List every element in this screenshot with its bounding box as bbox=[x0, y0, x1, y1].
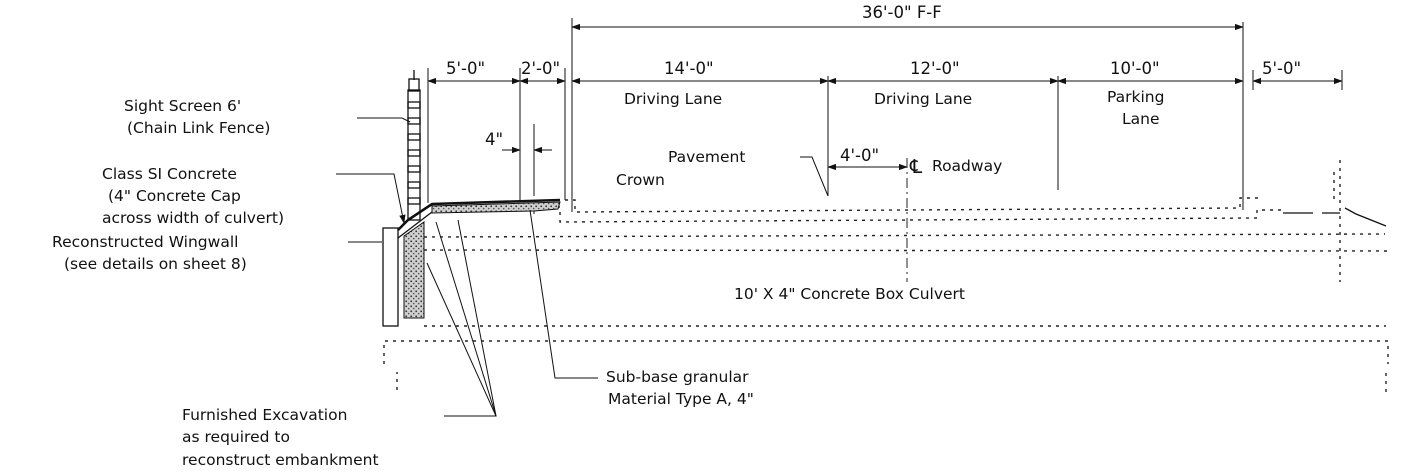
wingwall-label-line2: (see details on sheet 8) bbox=[64, 255, 247, 273]
subbase-label-line2: Material Type A, 4" bbox=[608, 390, 754, 408]
lane-1-label: Driving Lane bbox=[624, 90, 722, 108]
concrete-label-line1: Class SI Concrete bbox=[102, 165, 237, 183]
chain-link-fence bbox=[357, 70, 421, 221]
lane-3-label-line2: Lane bbox=[1122, 110, 1160, 128]
dim-cap-offset-label: 4" bbox=[485, 130, 503, 149]
excavation-label-line3: reconstruct embankment bbox=[182, 451, 379, 469]
culvert-box bbox=[383, 160, 1393, 392]
dim-sidewalk-right-label: 5'-0" bbox=[1262, 59, 1301, 78]
sight-screen-label-line2: (Chain Link Fence) bbox=[127, 119, 270, 137]
dim-sidewalk-left-label: 5'-0" bbox=[446, 59, 485, 78]
dim-overall-label: 36'-0" F-F bbox=[862, 3, 942, 22]
dim-curb-left-label: 2'-0" bbox=[521, 59, 560, 78]
lane-2-label: Driving Lane bbox=[874, 90, 972, 108]
dim-lane-3-label: 10'-0" bbox=[1110, 59, 1160, 78]
dim-lane-2-label: 12'-0" bbox=[910, 59, 960, 78]
excavation-label-line2: as required to bbox=[182, 428, 290, 446]
culvert-label: 10' X 4" Concrete Box Culvert bbox=[734, 285, 965, 303]
subbase-label-line1: Sub-base granular bbox=[606, 368, 749, 386]
excavation-label-line1: Furnished Excavation bbox=[182, 406, 347, 424]
centerline-icon: ℄ bbox=[909, 156, 923, 178]
concrete-label-line3: across width of culvert) bbox=[102, 209, 284, 227]
leader-lines bbox=[336, 156, 829, 417]
dimension-labels: 36'-0" F-F 5'-0" 2'-0" 14'-0" 12'-0" 10'… bbox=[446, 3, 1301, 165]
lane-3-label-line1: Parking bbox=[1107, 88, 1164, 106]
roadway-label: Roadway bbox=[932, 157, 1002, 175]
concrete-cap bbox=[397, 198, 561, 239]
callouts: Sight Screen 6' (Chain Link Fence) Class… bbox=[52, 97, 1002, 469]
pavement-label-line2: Crown bbox=[616, 171, 665, 189]
reconstructed-wingwall bbox=[382, 221, 425, 327]
dim-lane-1-label: 14'-0" bbox=[664, 59, 714, 78]
concrete-label-line2: (4" Concrete Cap bbox=[108, 187, 241, 205]
lane-labels: Driving Lane Driving Lane Parking Lane bbox=[624, 88, 1164, 128]
dim-crown-offset-label: 4'-0" bbox=[840, 146, 879, 165]
dimension-lines bbox=[427, 18, 1343, 282]
pavement-label-line1: Pavement bbox=[668, 148, 745, 166]
wingwall-label-line1: Reconstructed Wingwall bbox=[52, 233, 238, 251]
sight-screen-label-line1: Sight Screen 6' bbox=[124, 97, 241, 115]
